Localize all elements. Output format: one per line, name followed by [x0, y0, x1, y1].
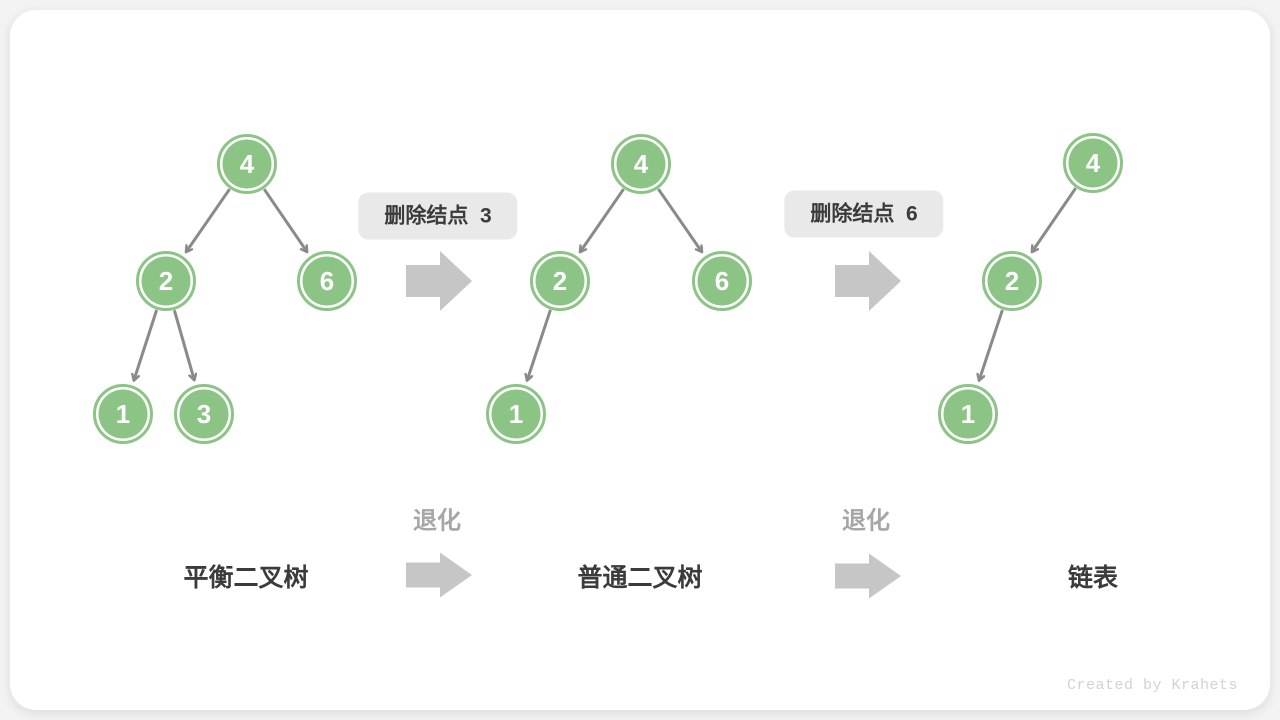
- label-linked-list: 链表: [1067, 564, 1119, 592]
- block-arrow-1-right-icon: [406, 251, 472, 311]
- node-value: 1: [116, 399, 130, 429]
- tree-balanced-binary-tree: 4 2 6 1 3: [93, 134, 357, 444]
- block-arrow-3-right-icon: [406, 552, 472, 598]
- tree-node-4: 4: [217, 134, 277, 194]
- tree-node-4: 4: [611, 134, 671, 194]
- edge-c2-c1: [979, 309, 1004, 381]
- tree-node-3: 3: [174, 384, 234, 444]
- tree-node-4: 4: [1063, 133, 1123, 193]
- watermark-credit: Created by Krahets: [1066, 677, 1238, 694]
- diagram-card: [10, 10, 1270, 710]
- node-outer-ring: [1063, 133, 1123, 193]
- node-outer-ring: [136, 251, 196, 311]
- tree-node-6: 6: [692, 251, 752, 311]
- degrade-caption-2: 退化: [842, 507, 890, 535]
- step-label-delete-node-3: 删除结点 3: [358, 192, 518, 240]
- node-value: 4: [240, 149, 255, 179]
- node-value: 1: [961, 399, 975, 429]
- edge-b2-b1: [527, 309, 552, 381]
- tree-ordinary-binary-tree: 4 2 6 1: [486, 134, 752, 444]
- tree-linked-list: 4 2 1: [938, 133, 1123, 444]
- node-value: 1: [509, 399, 523, 429]
- step-label-delete-node-6: 删除结点 6: [784, 190, 944, 238]
- node-circle: [302, 256, 352, 306]
- degrade-caption-1: 退化: [413, 507, 461, 535]
- node-circle: [1068, 138, 1118, 188]
- node-circle: [491, 389, 541, 439]
- block-arrow-4-right-icon: [835, 553, 901, 599]
- tree-node-1: 1: [93, 384, 153, 444]
- edge-c4-c2: [1030, 187, 1077, 252]
- node-value: 4: [1086, 148, 1101, 178]
- node-circle: [535, 256, 585, 306]
- edge-a4-a6: [262, 188, 309, 252]
- tree-node-6: 6: [297, 251, 357, 311]
- node-circle: [179, 389, 229, 439]
- node-value: 3: [197, 399, 211, 429]
- node-circle: [943, 389, 993, 439]
- edge-b4-b6: [657, 188, 704, 252]
- node-outer-ring: [982, 251, 1042, 311]
- block-arrow-2-right-icon: [835, 251, 901, 311]
- node-circle: [987, 256, 1037, 306]
- label-ordinary-binary-tree: 普通二叉树: [577, 564, 703, 592]
- tree-node-2: 2: [982, 251, 1042, 311]
- node-value: 2: [553, 266, 567, 296]
- node-outer-ring: [297, 251, 357, 311]
- node-value: 6: [320, 266, 334, 296]
- node-circle: [697, 256, 747, 306]
- node-outer-ring: [217, 134, 277, 194]
- node-value: 2: [159, 266, 173, 296]
- node-outer-ring: [938, 384, 998, 444]
- node-outer-ring: [93, 384, 153, 444]
- tree-node-2: 2: [530, 251, 590, 311]
- node-value: 6: [715, 266, 729, 296]
- node-circle: [616, 139, 666, 189]
- tree-node-2: 2: [136, 251, 196, 311]
- edge-b4-b2: [578, 188, 625, 252]
- tree-node-1: 1: [938, 384, 998, 444]
- node-value: 4: [634, 149, 649, 179]
- node-outer-ring: [174, 384, 234, 444]
- node-outer-ring: [692, 251, 752, 311]
- node-circle: [141, 256, 191, 306]
- tree-node-1: 1: [486, 384, 546, 444]
- node-circle: [98, 389, 148, 439]
- node-outer-ring: [486, 384, 546, 444]
- edge-a2-a3: [172, 309, 194, 380]
- label-balanced-binary-tree: 平衡二叉树: [183, 564, 309, 592]
- node-outer-ring: [530, 251, 590, 311]
- node-circle: [222, 139, 272, 189]
- edge-a2-a1: [134, 309, 159, 381]
- node-value: 2: [1005, 266, 1019, 296]
- edge-a4-a2: [184, 188, 231, 252]
- node-outer-ring: [611, 134, 671, 194]
